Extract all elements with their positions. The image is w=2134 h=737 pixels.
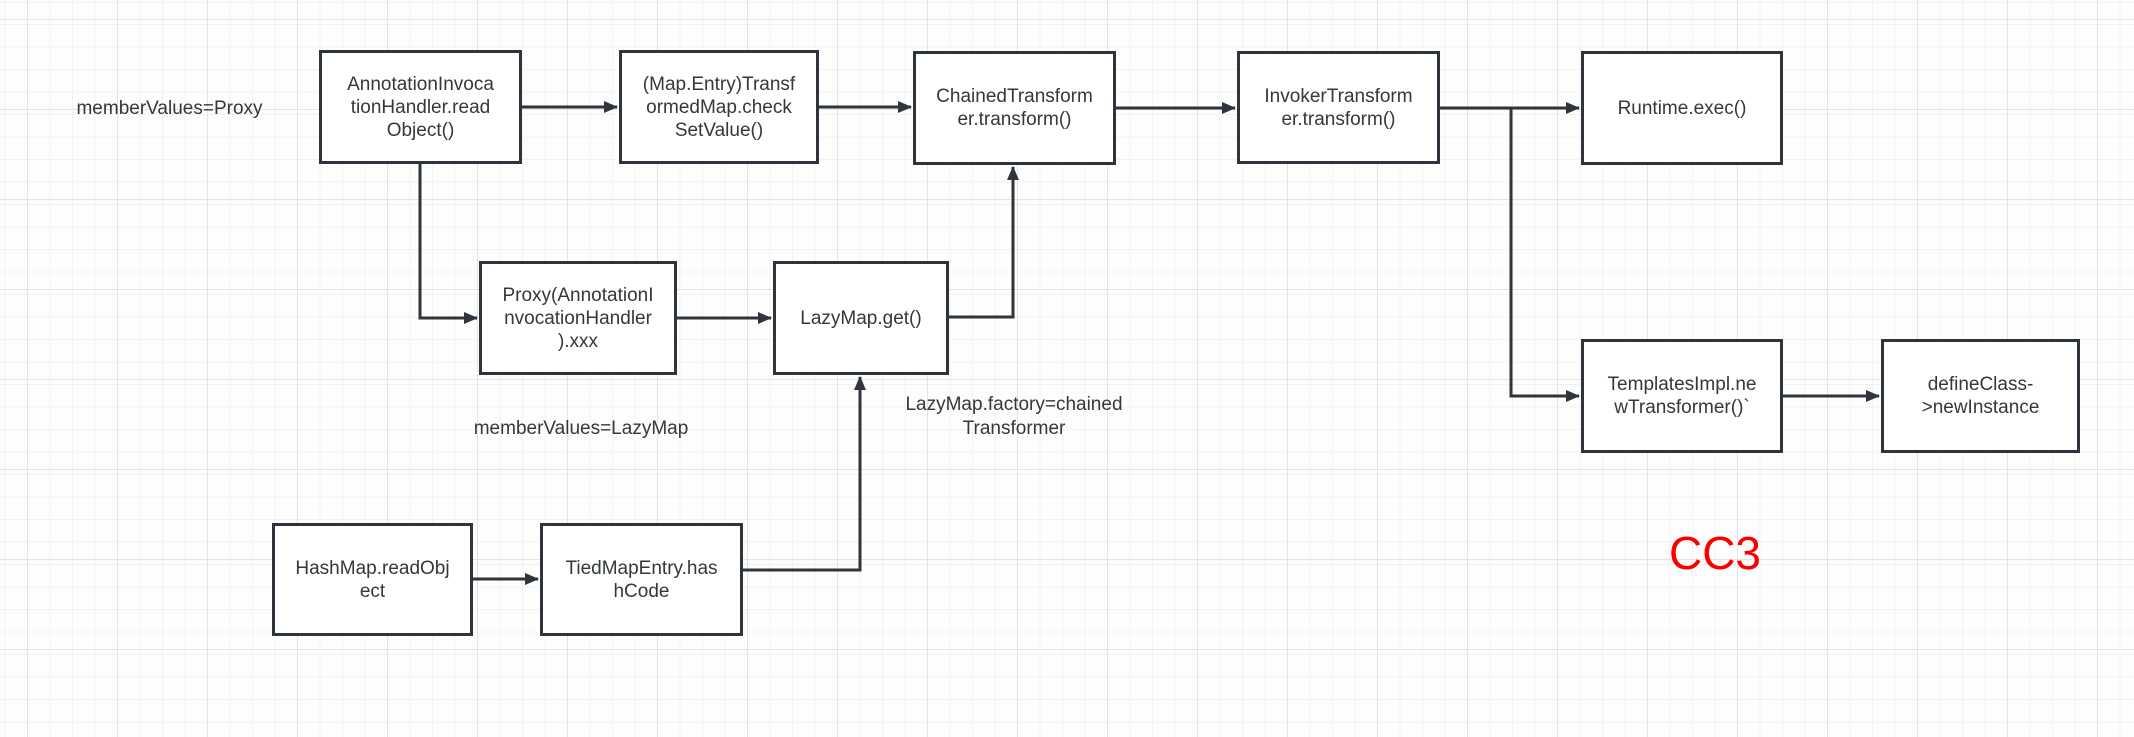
node-defineclass-newinstance: defineClass- >newInstance [1881, 339, 2080, 453]
node-chainedtransformer-transform: ChainedTransform er.transform() [913, 51, 1116, 165]
edge-readobject-to-proxy-xxx [418, 164, 478, 324]
label-membervalues-lazymap: memberValues=LazyMap [473, 418, 689, 439]
edge-invokertransformer-to-templatesimpl [1509, 108, 1580, 402]
node-tiedmapentry-hashcode: TiedMapEntry.has hCode [540, 523, 743, 636]
edge-lazymap-get-to-chainedtransformer [949, 166, 1019, 319]
node-proxy-xxx: Proxy(AnnotationI nvocationHandler ).xxx [479, 261, 677, 375]
node-annotation-readobject: AnnotationInvoca tionHandler.read Object… [319, 50, 522, 164]
node-templatesimpl-newtransformer: TemplatesImpl.ne wTransformer()` [1581, 339, 1783, 453]
node-hashmap-readobject: HashMap.readObj ect [272, 523, 473, 636]
label-cc3-title: CC3 [1668, 527, 1762, 579]
edge-tiedmapentry-to-lazymap-get [743, 376, 866, 572]
node-lazymap-get: LazyMap.get() [773, 261, 949, 375]
node-transformedmap-checksetvalue: (Map.Entry)Transf ormedMap.check SetValu… [619, 50, 819, 164]
label-lazymap-factory: LazyMap.factory=chained Transformer [905, 394, 1123, 439]
node-invokertransformer-transform: InvokerTransform er.transform() [1237, 51, 1440, 164]
node-runtime-exec: Runtime.exec() [1581, 51, 1783, 165]
label-membervalues-proxy: memberValues=Proxy [76, 98, 263, 119]
